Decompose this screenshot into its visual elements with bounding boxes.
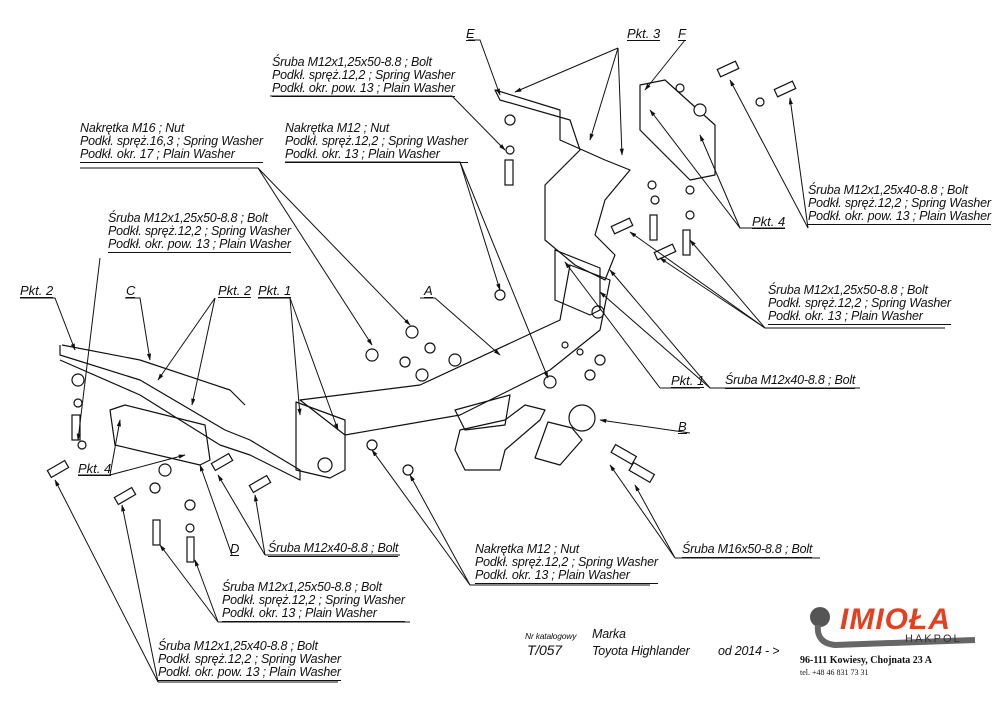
point-label-pkt3: Pkt. 3 — [627, 26, 661, 41]
point-label-pkt2-left: Pkt. 2 — [20, 283, 54, 298]
brand-name: IMIOŁA — [840, 603, 951, 636]
make-label: Marka — [592, 627, 626, 641]
part-a-main-beam — [299, 264, 611, 436]
callout-right-top-bolt: Śruba M12x1,25x40-8.8 ; Bolt Podkł. sprę… — [808, 183, 991, 225]
point-label-pkt4-left: Pkt. 4 — [78, 461, 112, 476]
part-label-e: E — [466, 26, 475, 41]
callout-right-mid-bolt: Śruba M12x1,25x50-8.8 ; Bolt Podkł. sprę… — [768, 283, 951, 325]
company-phone: tel. +48 46 831 73 31 — [800, 668, 869, 677]
brand-sub: HAKPOL — [905, 633, 962, 645]
part-e-top-bracket — [494, 89, 631, 281]
point-label-pkt1-left: Pkt. 1 — [258, 283, 292, 298]
callout-right-m12x40: Śruba M12x40-8.8 ; Bolt — [725, 373, 856, 389]
part-d-bracket — [109, 404, 211, 466]
callout-left-bolt: Śruba M12x1,25x50-8.8 ; Bolt Podkł. sprę… — [108, 211, 291, 253]
part-f-bracket — [639, 79, 716, 181]
socket-plate — [454, 404, 546, 471]
tow-ball-logo-icon — [810, 607, 976, 649]
make-value: Toyota Highlander — [592, 644, 690, 658]
brand-logo: IMIOŁA HAKPOL — [800, 595, 980, 695]
part-label-d: D — [230, 541, 240, 556]
callout-nut-m12-bottom: Nakrętka M12 ; Nut Podkł. spręż.12,2 ; S… — [475, 542, 658, 584]
catalog-number-label: Nr katalogowy — [525, 631, 577, 641]
company-address: 96-111 Kowiesy, Chojnata 23 A — [800, 655, 932, 666]
point-label-pkt2-center: Pkt. 2 — [218, 283, 252, 298]
part-label-f: F — [678, 26, 686, 41]
callout-nut-m12-top: Nakrętka M12 ; Nut Podkł. spręż.12,2 ; S… — [285, 121, 468, 163]
part-label-c: C — [126, 283, 136, 298]
year-range: od 2014 - > — [718, 644, 780, 658]
part-c-left-bracket — [59, 345, 301, 481]
callout-bottom-bolt-40: Śruba M12x1,25x40-8.8 ; Bolt Podkł. sprę… — [158, 639, 341, 681]
part-label-b: B — [678, 419, 687, 434]
callout-top-center-bolt: Śruba M12x1,25x50-8.8 ; Bolt Podkł. sprę… — [272, 55, 455, 97]
fasteners — [46, 60, 797, 563]
callout-m16x50: Śruba M16x50-8.8 ; Bolt — [682, 542, 813, 558]
point-label-pkt1-right: Pkt. 1 — [671, 373, 705, 388]
part-b-tow-ball — [568, 404, 596, 432]
point-label-pkt4-right: Pkt. 4 — [752, 214, 786, 229]
catalog-number: T/057 — [527, 642, 562, 658]
callout-bottom-bolt-50: Śruba M12x1,25x50-8.8 ; Bolt Podkł. sprę… — [222, 580, 405, 622]
callout-bottom-m12x40: Śruba M12x40-8.8 ; Bolt — [268, 541, 399, 557]
callout-nut-m16: Nakrętka M16 ; Nut Podkł. spręż.16,3 ; S… — [80, 121, 263, 163]
part-label-a: A — [424, 283, 433, 298]
